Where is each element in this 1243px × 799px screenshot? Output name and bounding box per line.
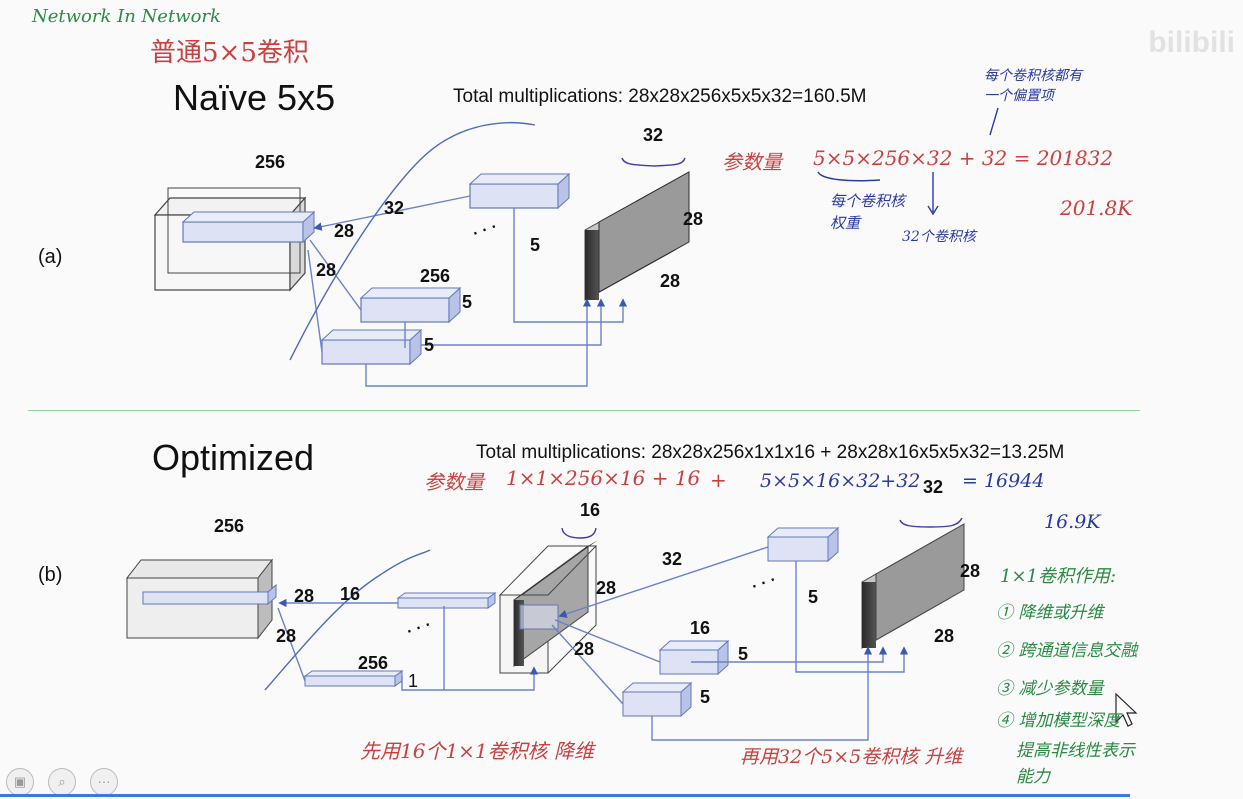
- a-top-kernel-size: 5: [530, 235, 541, 255]
- bilibili-watermark: bilibili: [1148, 26, 1235, 59]
- b-out-w: 28: [934, 626, 955, 646]
- effect-4-cont: 提高非线性表示: [1016, 741, 1135, 761]
- a-note-weights: 每个卷积核 权重: [830, 192, 906, 232]
- b-mid-depth: 16: [580, 500, 601, 520]
- section-b-panel-label: (b): [38, 564, 63, 586]
- section-a-hand-title: 普通5×5卷积: [150, 38, 309, 68]
- b-k1-depth: 256: [358, 653, 389, 673]
- a-output-w: 28: [660, 271, 681, 291]
- kernel-b2-bottom: [621, 681, 693, 718]
- a-input-depth: 256: [255, 152, 286, 172]
- kernel-a-bottom: [320, 328, 423, 366]
- mid-stack-b: [498, 540, 598, 674]
- a-params-label: 参数量: [722, 150, 782, 174]
- b-k1-count: 16: [340, 584, 361, 604]
- kernel-b1-top: [396, 592, 497, 609]
- a-params-result: 201.8K: [1060, 196, 1133, 220]
- a-input-w: 28: [316, 260, 337, 280]
- b-k2-size-3: 5: [808, 587, 819, 607]
- a-output-depth: 32: [643, 125, 664, 145]
- a-kernel-size: 5: [462, 292, 473, 312]
- b-input-depth: 256: [214, 516, 245, 536]
- b-out-depth: 32: [923, 477, 944, 497]
- handwriting-strokes: [561, 107, 999, 539]
- section-a-title: Naïve 5x5: [173, 77, 336, 118]
- network-in-network-note: Network In Network: [32, 6, 221, 27]
- effect-4: ④ 增加模型深度: [996, 711, 1121, 731]
- effect-4-cont-2: 能力: [1016, 767, 1050, 787]
- b-params-plus: +: [710, 468, 727, 492]
- mouse-cursor-icon: [1115, 692, 1138, 727]
- effect-2: ② 跨通道信息交融: [996, 641, 1138, 661]
- b-input-w: 28: [276, 626, 297, 646]
- kernel-b2-mid: [658, 639, 730, 676]
- a-note-kernels: 32个卷积核: [902, 229, 976, 245]
- b-k2-count: 32: [662, 549, 683, 569]
- a-params-formula: 5×5×256×32 + 32 = 201832: [813, 146, 1114, 170]
- a-output-h: 28: [683, 209, 704, 229]
- kernel-b1-bottom: [303, 670, 404, 687]
- section-divider: [28, 410, 1140, 411]
- a-kernel-count: 32: [384, 198, 405, 218]
- b-note-expand: 再用32个5×5卷积核 升维: [740, 746, 963, 768]
- b-k2-depth: 16: [690, 618, 711, 638]
- progress-bar: [0, 794, 1130, 797]
- b-k2-size-2: 5: [700, 687, 711, 707]
- b-params-total: = 16944: [962, 470, 1045, 492]
- b-k2-size: 5: [738, 644, 749, 664]
- kernel-a-top: [468, 172, 571, 210]
- effects-title: 1×1卷积作用:: [1000, 566, 1117, 587]
- more-options-button[interactable]: ···: [90, 768, 118, 796]
- section-b-title: Optimized: [152, 437, 315, 478]
- b-mid-h: 28: [596, 578, 617, 598]
- slide-overview-button[interactable]: ▣: [6, 768, 34, 796]
- connections-b: [264, 546, 909, 741]
- zoom-button[interactable]: ⌕: [48, 768, 76, 796]
- input-volume-b: [125, 558, 277, 640]
- b-out-h: 28: [960, 561, 981, 581]
- b-params-result: 16.9K: [1044, 511, 1101, 533]
- b-params-part2: 5×5×16×32+32: [760, 470, 921, 492]
- kernel-a-mid: [359, 286, 462, 324]
- kernel-b2-top: [766, 526, 840, 563]
- b-note-reduce: 先用16个1×1卷积核 降维: [360, 739, 595, 763]
- effect-3: ③ 减少参数量: [996, 679, 1104, 699]
- section-a-panel-label: (a): [38, 246, 63, 268]
- connections-a: [289, 122, 628, 387]
- b-params-label: 参数量: [424, 470, 484, 494]
- b-mid-w: 28: [574, 639, 595, 659]
- a-input-h: 28: [334, 221, 355, 241]
- b-params-part1: 1×1×256×16 + 16: [506, 466, 701, 490]
- input-volume-a: [153, 187, 316, 292]
- effect-1: ① 降维或升维: [996, 603, 1104, 623]
- section-b-multiplications: Total multiplications: 28x28x256x1x1x16 …: [476, 442, 1065, 463]
- a-note-bias: 每个卷积核都有 一个偏置项: [984, 68, 1082, 104]
- a-kernel-depth: 256: [420, 266, 451, 286]
- b-input-h: 28: [294, 586, 315, 606]
- output-stack-a: [584, 171, 690, 301]
- b-k1-size: 1: [408, 671, 419, 691]
- output-stack-b: [861, 523, 965, 649]
- section-a-multiplications: Total multiplications: 28x28x256x5x5x32=…: [453, 86, 867, 107]
- a-kernel-size-2: 5: [424, 335, 435, 355]
